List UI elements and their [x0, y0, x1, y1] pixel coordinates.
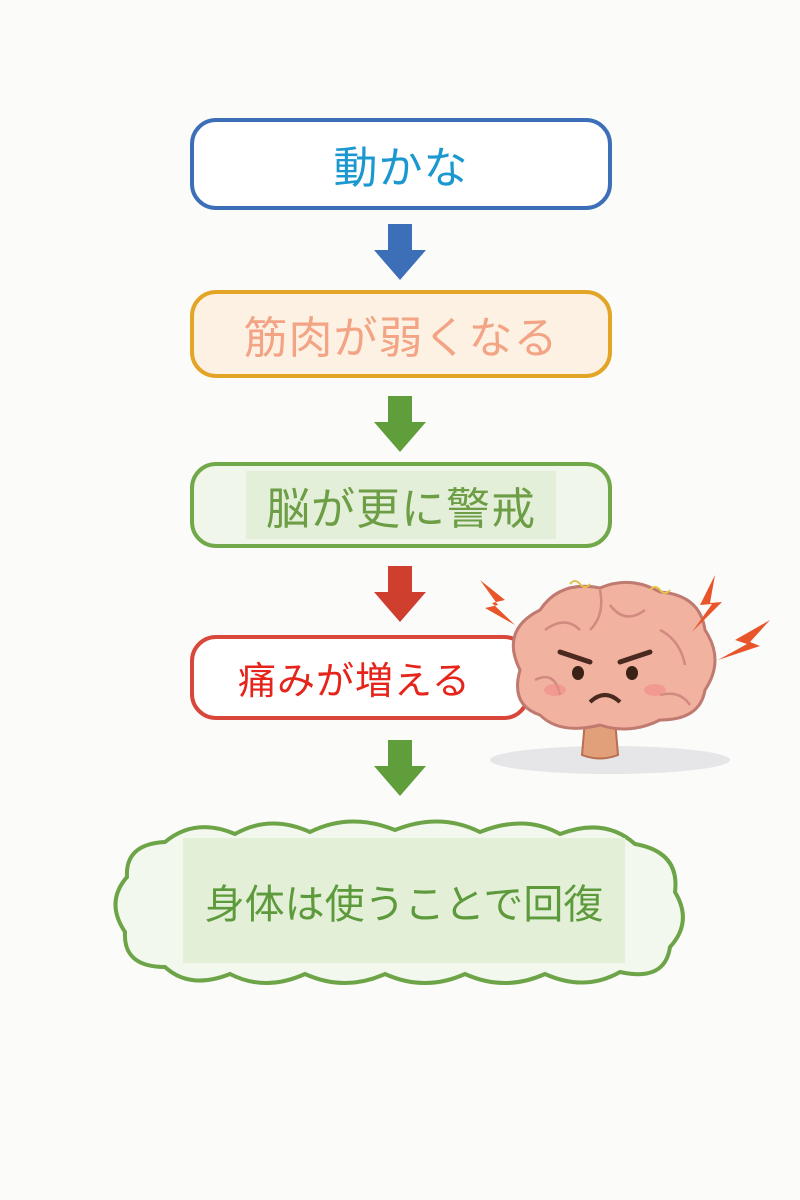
- step-box-4: 痛みが増える: [190, 635, 530, 720]
- angry-brain-icon: [480, 575, 770, 774]
- step-label-4: 痛みが増える: [238, 659, 471, 703]
- conclusion-text-box: 身体は使うことで回復: [183, 838, 625, 963]
- step-box-3: 脳が更に警戒: [190, 462, 612, 548]
- step-label-2: 筋肉が弱くなる: [243, 313, 559, 364]
- arrow-down-icon: [374, 396, 426, 452]
- step-box-2: 筋肉が弱くなる: [190, 290, 612, 378]
- step-box-1: 動かな: [190, 118, 612, 210]
- step-label-1: 動かな: [293, 132, 509, 196]
- conclusion-label: 身体は使うことで回復: [204, 881, 604, 928]
- arrow-down-icon: [374, 224, 426, 280]
- step-label-3: 脳が更に警戒: [246, 471, 556, 539]
- arrow-down-icon: [374, 740, 426, 796]
- arrow-down-icon: [374, 566, 426, 622]
